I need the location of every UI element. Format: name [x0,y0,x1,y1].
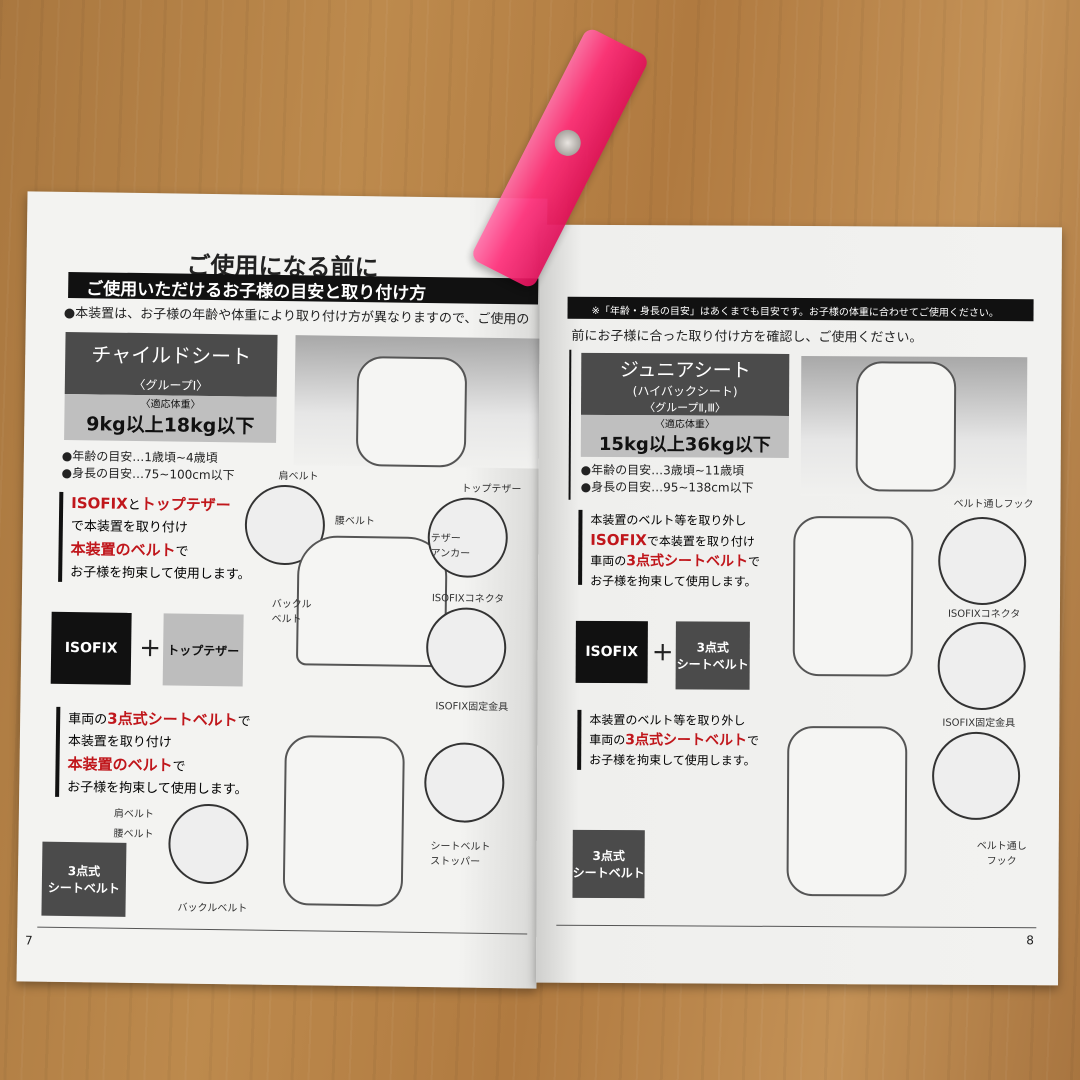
vehicle-text: 車両の [589,732,626,748]
label: ベルト通しフック [953,498,1034,511]
isofix-connector-detail [425,607,507,689]
label: ISOFIXコネクタ [947,608,1021,621]
left-page: ご使用になる前に ご使用いただけるお子様の目安と取り付け方 ●本装置は、お子様の… [16,191,548,989]
method-1-text: 本装置のベルト等を取り外し ISOFIXで本装置を取り付け 車両の3点式シートベ… [590,510,760,592]
seat-type-box: ジュニアシート (ハイバックシート) 〈グループⅡ,Ⅲ〉 [580,352,790,416]
page-number: 8 [1026,933,1034,948]
top-tether-badge: トップテザー [162,613,244,687]
label: バックルベルト [177,902,248,915]
section-marker [55,706,61,797]
section-marker [578,509,583,585]
isofix-text: ISOFIX [71,494,128,513]
section-marker [58,491,64,582]
seat-illustration [293,335,541,469]
belt-buckle-detail [167,803,250,885]
belted-seat-drawing [282,735,405,907]
belted-junior-seat-drawing [786,725,908,897]
isofix-text: ISOFIX [590,530,647,550]
de-text: で [175,544,189,560]
label: 肩ベルト [113,808,154,821]
method-line: お子様を拘束して使用します。 [590,573,757,589]
de-text: で [237,714,251,730]
plus-sign: + [651,637,674,668]
seat-name: ジュニアシート [619,359,751,382]
belt-stopper-detail [423,742,505,824]
three-point-belt-text: 3点式シートベルト [626,553,749,570]
age-guide: ●年齢の目安…3歳頃~11歳頃 [580,462,745,478]
intro-text: ●本装置は、お子様の年齢や体重により取り付け方が異なりますので、ご使用の [63,305,530,328]
method-2-text: 車両の3点式シートベルトで 本装置を取り付け 本装置のベルトで お子様を拘束して… [67,707,251,802]
three-point-belt-badge: 3点式 シートベルト [41,841,127,917]
method-line: で本装置を取り付け [70,519,188,536]
label: ISOFIX固定金具 [942,717,1016,730]
height-guide: ●身長の目安…75~100cm以下 [61,465,235,483]
section-marker [577,709,582,770]
belt-text: 本装置のベルト [70,540,176,560]
age-guide: ●年齢の目安…1歳頃~4歳頃 [61,448,218,466]
isofix-badge: ISOFIX [50,611,132,685]
label: テザー アンカー [430,533,471,560]
weight-box: 〈適応体重〉 15kg以上36kg以下 [580,414,789,458]
weight-label: 〈適応体重〉 [654,419,715,431]
method-2-text: 本装置のベルト等を取り外し 車両の3点式シートベルトで お子様を拘束して使用しま… [589,710,759,771]
child-seat-drawing [355,356,468,468]
isofix-connector-detail [937,621,1026,711]
isofix-seat-drawing [792,515,914,677]
seat-illustration [800,356,1028,498]
plus-sign: + [138,633,162,664]
seat-type-box: チャイルドシート 〈グループⅠ〉 [64,331,278,397]
label: 肩ベルト [278,470,319,483]
right-page: ※「年齢・身長の目安」はあくまでも目安です。お子様の体重に合わせてご使用ください… [536,224,1062,986]
three-point-belt-text: 3点式シートベルト [625,732,748,749]
label: 腰ベルト [113,828,154,841]
method-line: 本装置のベルト等を取り外し [590,512,747,528]
method-line: お子様を拘束して使用します。 [589,752,756,768]
method-line: 本装置を取り付け [67,734,172,751]
weight-range: 9kg以上18kg以下 [86,413,255,438]
page-number: 7 [24,933,33,948]
three-point-belt-badge: 3点式 シートベルト [572,829,645,899]
top-tether-text: トップテザー [140,495,231,515]
de-text: で [747,554,761,569]
vehicle-text: 車両の [68,712,108,728]
intro-text: 前にお子様に合った取り付け方を確認し、ご使用ください。 [571,328,923,346]
de-text: で [172,759,186,775]
clip-rivet [550,125,586,161]
label: ベルト通し フック [976,840,1027,868]
method-line: 本装置のベルト等を取り外し [589,712,746,728]
method-line: で本装置を取り付け [646,534,755,549]
weight-range: 15kg以上36kg以下 [598,433,771,456]
footer-rule [556,924,1037,929]
isofix-badge: ISOFIX [575,620,648,684]
label: トップテザー [461,483,522,496]
three-point-belt-badge: 3点式 シートベルト [675,621,750,690]
label: ISOFIXコネクタ [431,593,505,606]
method-line: お子様を拘束して使用します。 [67,780,248,798]
vehicle-text: 車両の [590,553,627,569]
side-seat-drawing [295,535,448,668]
note-banner: ※「年齢・身長の目安」はあくまでも目安です。お子様の体重に合わせてご使用ください… [567,296,1034,322]
footer-rule [37,926,528,935]
method-1-text: ISOFIXとトップテザー で本装置を取り付け 本装置のベルトで お子様を拘束し… [70,492,252,587]
belt-hook-detail [931,731,1021,821]
weight-box: 〈適応体重〉 9kg以上18kg以下 [64,393,277,443]
label: ISOFIX固定金具 [435,701,509,714]
belt-text: 本装置のベルト [67,755,173,775]
seat-name: チャイルドシート [91,342,252,369]
group-label: 〈グループⅡ,Ⅲ〉 [644,401,726,415]
label: 腰ベルト [334,515,376,528]
method-line: お子様を拘束して使用します。 [70,565,251,583]
and-text: と [127,497,141,514]
label: バックル ベルト [271,598,312,626]
de-text: で [747,733,760,748]
junior-seat-drawing [855,361,957,492]
group-label: 〈グループⅠ〉 [133,377,209,393]
label: シートベルト ストッパー [430,841,491,868]
height-guide: ●身長の目安…95~138cm以下 [580,479,754,495]
section-banner: ご使用いただけるお子様の目安と取り付け方 [68,271,539,305]
three-point-belt-text: 3点式シートベルト [107,709,238,730]
section-marker [568,349,572,500]
seat-subname: (ハイバックシート) [632,384,738,399]
belt-hook-detail [938,516,1027,606]
